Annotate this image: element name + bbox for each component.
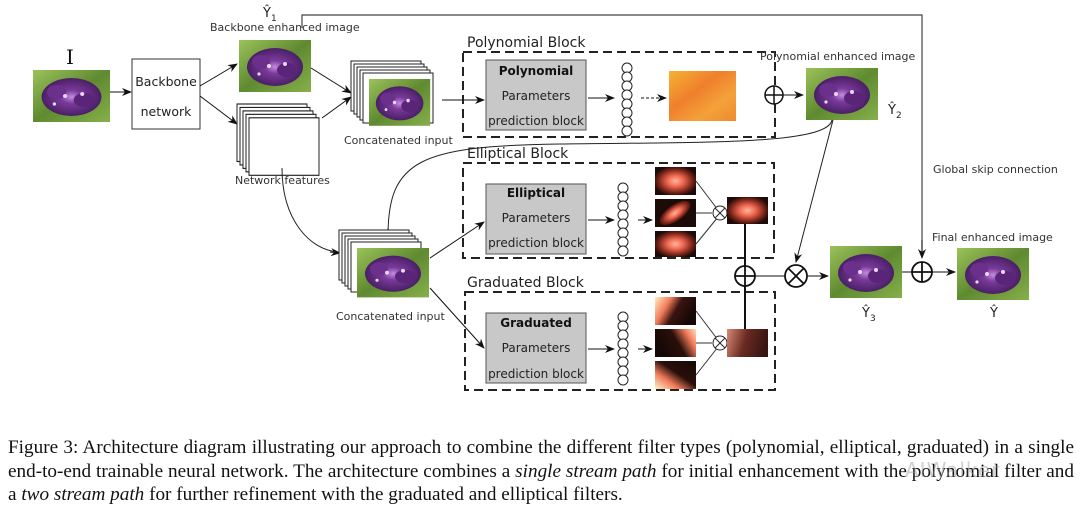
elliptical-line3: prediction block: [488, 236, 584, 250]
concatenated-input-top: [350, 60, 434, 126]
arrow-backbone-to-features: [199, 95, 238, 125]
polynomial-enhanced-image: [806, 68, 878, 120]
elliptical-output-filter: [727, 197, 768, 224]
final-enhanced-label: Final enhanced image: [932, 231, 1053, 244]
arrow-features-to-concat: [321, 96, 352, 119]
backbone-label-line2: network: [141, 104, 193, 119]
y3-image: [830, 246, 902, 298]
graduated-params-box: Graduated Parameters prediction block: [485, 312, 587, 384]
graduated-block-title: Graduated Block: [467, 275, 585, 291]
elliptical-line2: Parameters: [502, 211, 571, 225]
elliptical-multiply-operator: [712, 205, 728, 221]
backbone-enhanced-image: [239, 40, 311, 92]
graduated-line2: Parameters: [502, 341, 571, 355]
graduated-multiply-operator: [712, 335, 728, 351]
elliptical-block-title: Elliptical Block: [467, 146, 569, 162]
elliptical-params-box: Elliptical Parameters prediction block: [485, 183, 587, 255]
arrow-enhanced-to-concat: [310, 67, 352, 94]
caption-suffix: for further refinement with the graduate…: [144, 484, 623, 505]
network-features-stack: [236, 103, 320, 176]
y2-symbol: Ŷ2: [887, 102, 902, 121]
backbone-network-box: Backbone network: [131, 58, 201, 130]
graduated-output-filter: [727, 329, 768, 357]
y-final-symbol: Ŷ: [989, 305, 998, 321]
arrow-backbone-to-enhanced: [199, 63, 238, 87]
graduated-filter-1: [655, 297, 696, 325]
curve-features-to-concat-bottom: [281, 167, 339, 253]
final-enhanced-image: [957, 248, 1029, 300]
concatenated-input-top-label: Concatenated input: [344, 134, 454, 147]
polynomial-add-operator: [764, 85, 784, 105]
arrow-concat-to-graduated: [429, 287, 485, 349]
elliptical-block-border: [462, 162, 775, 259]
final-add-operator: [911, 261, 933, 283]
curve-y2-to-concat-bottom: [387, 119, 833, 237]
elliptical-filter-3: [655, 231, 696, 257]
graduated-neurons: [617, 311, 629, 386]
stream-add-operator: [734, 265, 756, 287]
concatenated-input-bottom: [338, 229, 429, 298]
ell-line-1: [695, 180, 719, 211]
polynomial-line3: prediction block: [488, 114, 584, 128]
backbone-enhanced-label: Backbone enhanced image: [210, 21, 360, 34]
watermark: AIWalker: [905, 458, 1001, 482]
polynomial-enhanced-label: Polynomial enhanced image: [760, 50, 916, 63]
graduated-line3: prediction block: [488, 367, 584, 381]
caption-italic-two-stream: two stream path: [21, 484, 145, 505]
arrow-features-into-concat: [329, 248, 341, 257]
caption-prefix: Figure 3: Architecture diagram illustrat…: [8, 437, 1074, 482]
caption-italic-single-stream: single stream path: [515, 460, 657, 482]
concatenated-input-bottom-label: Concatenated input: [336, 310, 446, 323]
graduated-filter-3: [655, 361, 696, 389]
grad-line-1: [695, 310, 719, 341]
input-image: [33, 70, 111, 122]
polynomial-neurons: [621, 62, 633, 137]
backbone-label-line1: Backbone: [135, 74, 197, 89]
y3-symbol: Ŷ3: [861, 305, 876, 324]
global-skip-line: [301, 14, 923, 256]
polynomial-name: Polynomial: [499, 64, 574, 78]
input-symbol: I: [66, 45, 74, 69]
ell-line-3: [695, 216, 719, 245]
polynomial-params-box: Polynomial Parameters prediction block: [485, 59, 587, 131]
stream-multiply-operator: [784, 264, 808, 288]
graduated-filter-2: [655, 329, 696, 357]
architecture-diagram: I Backbone network Ŷ1 Backbone enhanced …: [33, 5, 1058, 391]
arrow-y2-to-multiply: [794, 119, 834, 263]
caption-middle: for initial enhancement with the polynom…: [8, 460, 1074, 506]
polynomial-block-title: Polynomial Block: [467, 35, 586, 51]
polynomial-line2: Parameters: [502, 89, 571, 103]
global-skip-label: Global skip connection: [933, 163, 1058, 176]
figure-caption: Figure 3: Architecture diagram illustrat…: [8, 436, 1074, 507]
grad-line-3: [695, 346, 719, 376]
graduated-block-border: [464, 291, 776, 391]
elliptical-neurons: [617, 182, 629, 257]
graduated-name: Graduated: [500, 316, 572, 330]
arrow-concat-to-elliptical: [429, 221, 485, 259]
y1-symbol: Ŷ1: [262, 5, 277, 24]
elliptical-filter-2: [655, 199, 696, 227]
elliptical-filter-1: [655, 167, 696, 195]
polynomial-heatmap: [669, 71, 736, 121]
elliptical-name: Elliptical: [507, 186, 565, 200]
